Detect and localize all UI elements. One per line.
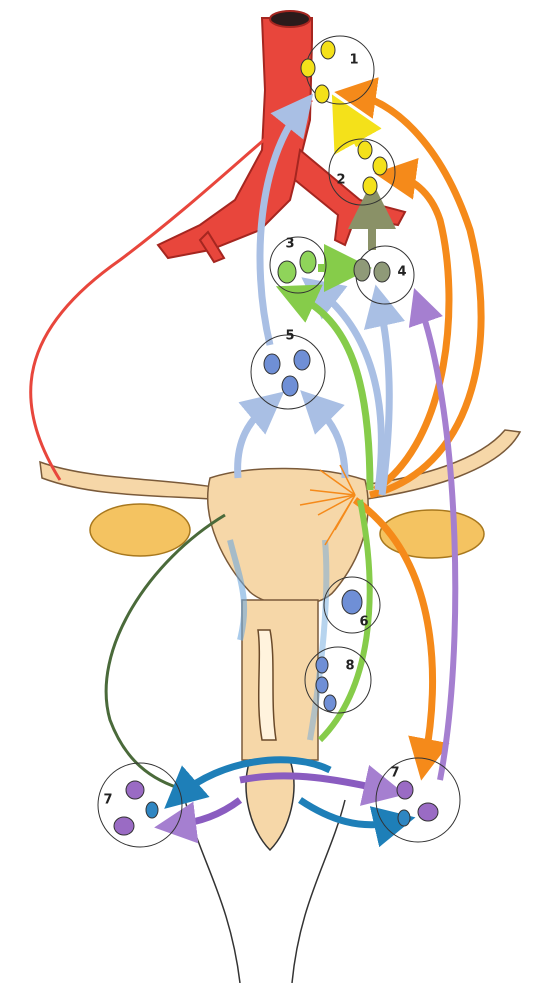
lymph-node: [316, 677, 328, 693]
left-ovary: [90, 504, 190, 556]
green-path-to-node-3: [295, 295, 370, 490]
left-fallopian-tube: [40, 462, 225, 500]
right-iliac-artery: [295, 150, 405, 245]
node-label-7-right: 7: [390, 766, 399, 781]
cervix-vagina: [242, 600, 318, 760]
lymph-node: [373, 157, 387, 175]
lymph-node: [342, 590, 362, 614]
lymph-node: [264, 354, 280, 374]
node-group-2: 2: [329, 139, 395, 205]
lymph-node: [114, 817, 134, 835]
node-ring-3: [270, 237, 326, 293]
dark-blue-arrow-right: [300, 800, 395, 825]
node-group-3: 3: [270, 237, 326, 294]
lymph-node: [358, 141, 372, 159]
node-ring-5: [251, 335, 325, 409]
uterus-body: [208, 468, 368, 605]
thigh-outline-left: [185, 800, 240, 983]
thigh-outline-right: [292, 800, 345, 983]
node-group-7-right: 7: [376, 758, 460, 842]
lymph-node: [316, 657, 328, 673]
lymph-node: [126, 781, 144, 799]
lymph-node: [294, 350, 310, 370]
node-label-3: 3: [285, 237, 294, 252]
right-ovary: [380, 510, 484, 558]
lymph-node: [418, 803, 438, 821]
node-label-5: 5: [285, 329, 294, 344]
purple-arrow-left: [175, 800, 240, 825]
node-label-6: 6: [359, 615, 368, 630]
lymph-node: [324, 695, 336, 711]
node-label-1: 1: [349, 53, 358, 68]
node-group-4: 4: [354, 246, 414, 304]
lymph-node: [321, 41, 335, 59]
lymph-node: [354, 259, 370, 281]
node-group-5: 5: [251, 329, 325, 410]
aorta-lumen: [270, 11, 310, 27]
node-label-7-left: 7: [103, 793, 112, 808]
lymph-node: [315, 85, 329, 103]
node-group-7-left: 7: [98, 763, 182, 847]
blue-path-uterus-to-5-left: [238, 405, 268, 478]
lymph-node: [374, 262, 390, 282]
node-ring-7-right: [376, 758, 460, 842]
lymph-node: [300, 251, 316, 273]
lymph-node: [363, 177, 377, 195]
lymph-node: [282, 376, 298, 396]
green-dark-loop-left: [106, 515, 225, 790]
lymph-node: [301, 59, 315, 77]
lymph-node: [397, 781, 413, 799]
node-label-4: 4: [397, 265, 406, 280]
lymph-node: [398, 810, 410, 826]
node-label-2: 2: [336, 173, 345, 188]
node-label-8: 8: [345, 659, 354, 674]
lymph-node: [146, 802, 158, 818]
yellow-arrow-2-to-1: [345, 118, 360, 145]
aorta: [158, 18, 312, 258]
lymph-node: [278, 261, 296, 283]
